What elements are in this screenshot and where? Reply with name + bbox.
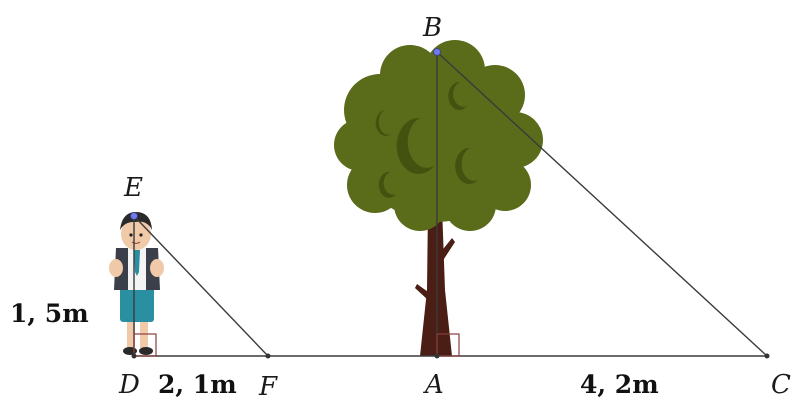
segment-BC xyxy=(436,51,768,357)
point-A xyxy=(434,353,440,359)
point-C xyxy=(764,353,770,359)
label-B: B xyxy=(422,13,442,43)
person-icon xyxy=(109,212,164,355)
right-angle-A xyxy=(436,333,460,357)
point-E xyxy=(130,212,138,220)
label-A: A xyxy=(423,370,444,400)
length-person-height: 1, 5m xyxy=(10,299,89,328)
right-angle-D xyxy=(133,333,157,357)
tree-icon xyxy=(334,40,543,356)
label-E: E xyxy=(123,173,143,203)
length-AC: 4, 2m xyxy=(580,370,659,399)
length-DF: 2, 1m xyxy=(158,370,237,399)
segment-EF xyxy=(133,215,269,357)
point-D xyxy=(131,353,137,359)
label-F: F xyxy=(258,372,278,402)
label-C: C xyxy=(771,370,791,400)
label-D: D xyxy=(118,370,140,400)
point-B xyxy=(433,48,441,56)
point-F xyxy=(265,353,271,359)
